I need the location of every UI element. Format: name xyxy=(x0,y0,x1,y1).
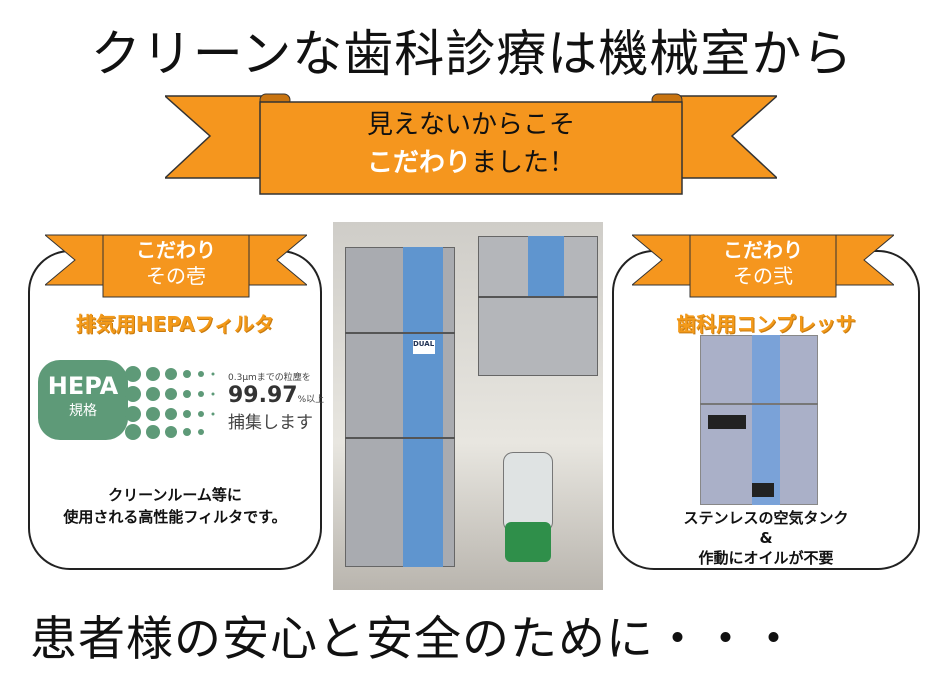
compressor-ribbon: こだわり その弐 xyxy=(630,230,896,300)
ribbon-line2: その壱 xyxy=(146,264,206,288)
hepa-spec: 0.3μmまでの粒塵を 99.97%以上 捕集します xyxy=(228,370,324,433)
spec-percent: 99.97 xyxy=(228,383,298,408)
ribbon-line1: こだわり xyxy=(136,238,216,262)
desc-line: クリーンルーム等に xyxy=(108,486,242,504)
hepa-description: クリーンルーム等に 使用される高性能フィルタです。 xyxy=(28,484,322,528)
hepa-logo: HEPA xyxy=(47,372,119,400)
spec-suffix: %以上 xyxy=(297,395,325,405)
compressor-heading: 歯科用コンプレッサ xyxy=(676,312,856,336)
banner-line2: ました！ xyxy=(471,148,576,178)
footer-tagline: 患者様の安心と安全のために・・・ xyxy=(30,612,798,667)
desc-line: 使用される高性能フィルタです。 xyxy=(63,508,287,526)
main-banner: 見えないからこそ こだわりました！ xyxy=(163,88,779,198)
banner-line1: 見えないからこそ xyxy=(366,110,575,140)
compressor-description: ステンレスの空気タンク & 作動にオイルが不要 xyxy=(612,508,920,568)
banner-highlight: こだわり xyxy=(366,148,471,178)
ribbon-line2: その弐 xyxy=(733,264,793,288)
spec-line1: 0.3μmまでの粒塵を xyxy=(228,373,311,383)
desc-line: 作動にオイルが不要 xyxy=(698,549,834,567)
compressor-image xyxy=(700,335,818,505)
page-title: クリーンな歯科診療は機械室から xyxy=(90,25,854,83)
desc-line: ステンレスの空気タンク xyxy=(683,509,849,527)
desc-line: & xyxy=(759,529,773,547)
ribbon-line1: こだわり xyxy=(723,238,803,262)
hepa-sub: 規格 xyxy=(69,403,97,419)
dual-label: DUAL xyxy=(413,340,435,354)
spec-line3: 捕集します xyxy=(228,413,313,433)
dots-graphic xyxy=(125,366,215,440)
machine-room-photo: DUAL xyxy=(333,222,603,590)
hepa-heading: 排気用HEPAフィルタ xyxy=(75,312,275,336)
hepa-ribbon: こだわり その壱 xyxy=(43,230,309,300)
ribbon-shape xyxy=(163,93,779,195)
hepa-badge: HEPA 規格 xyxy=(38,360,128,440)
